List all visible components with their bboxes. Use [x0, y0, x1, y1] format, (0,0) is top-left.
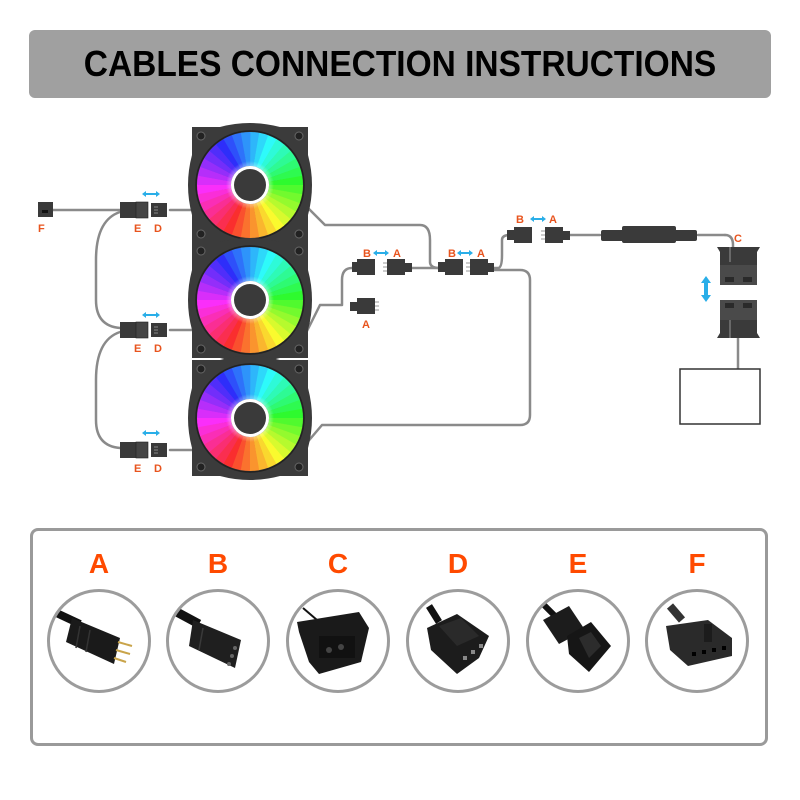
rgb-3pin-female-connector-icon	[166, 589, 270, 693]
connector-a1	[383, 259, 412, 275]
legend-item-c: C	[278, 531, 398, 693]
legend-item-f: F	[637, 531, 757, 693]
connector-d2	[151, 323, 167, 337]
legend-item-a: A	[39, 531, 159, 693]
label-c: C	[734, 233, 742, 245]
legend-letter: C	[327, 548, 349, 579]
legend-letter: B	[207, 548, 229, 579]
connector-b2	[438, 259, 463, 275]
fan-2	[187, 237, 313, 363]
4pin-pwm-connector-icon	[645, 589, 749, 693]
label-a-hub: A	[362, 319, 370, 331]
connector-a3	[541, 227, 570, 243]
page-title: CABLES CONNECTION INSTRUCTIONS	[83, 43, 717, 84]
legend-letter: D	[447, 548, 469, 579]
connector-legend: A B C	[30, 528, 768, 746]
connector-a2	[466, 259, 494, 275]
legend-item-e: E	[518, 531, 638, 693]
fan-3	[187, 355, 313, 481]
label-e1: E	[134, 223, 141, 235]
left-right-arrow-icon	[142, 430, 160, 436]
label-e3: E	[134, 463, 141, 475]
connector-b1	[352, 259, 375, 275]
label-f: F	[38, 223, 45, 235]
left-right-arrow-icon	[530, 216, 546, 222]
3pin-fan-female-connector-icon	[526, 589, 630, 693]
connector-d1	[151, 203, 167, 217]
connector-a-hub	[350, 298, 379, 314]
left-right-arrow-icon	[142, 191, 160, 197]
label-a3: A	[549, 214, 557, 226]
title-bar: CABLES CONNECTION INSTRUCTIONS	[29, 30, 771, 98]
connector-e2	[120, 321, 149, 339]
connector-f	[38, 202, 53, 217]
connector-e3	[120, 441, 149, 459]
label-b2: B	[448, 248, 456, 260]
left-right-arrow-icon	[142, 312, 160, 318]
cables	[50, 203, 740, 452]
legend-letter: F	[688, 548, 706, 579]
left-right-arrow-icon	[457, 250, 473, 256]
connector-e1	[120, 201, 149, 219]
label-a1: A	[393, 248, 401, 260]
label-a2: A	[477, 248, 485, 260]
molex-4pin-connector-icon	[286, 589, 390, 693]
inline-controller	[601, 226, 697, 243]
rgb-3pin-male-connector-icon	[47, 589, 151, 693]
legend-letter: E	[568, 548, 588, 579]
legend-item-d: D	[398, 531, 518, 693]
label-e2: E	[134, 343, 141, 355]
up-down-arrow-icon	[701, 276, 711, 302]
label-b3: B	[516, 214, 524, 226]
connector-b3	[507, 227, 532, 243]
left-right-arrow-icon	[373, 250, 389, 256]
molex-connector-c-bottom	[717, 300, 760, 338]
label-b1: B	[363, 248, 371, 260]
label-d2: D	[154, 343, 162, 355]
connector-d3	[151, 443, 167, 457]
power-supply-box	[679, 368, 761, 425]
legend-letter: A	[88, 548, 110, 579]
fan-1	[187, 122, 313, 248]
legend-item-b: B	[158, 531, 278, 693]
label-d3: D	[154, 463, 162, 475]
molex-connector-c-top	[717, 247, 760, 285]
3pin-fan-male-connector-icon	[406, 589, 510, 693]
connection-diagram: F E D E D E D	[38, 122, 761, 481]
label-d1: D	[154, 223, 162, 235]
